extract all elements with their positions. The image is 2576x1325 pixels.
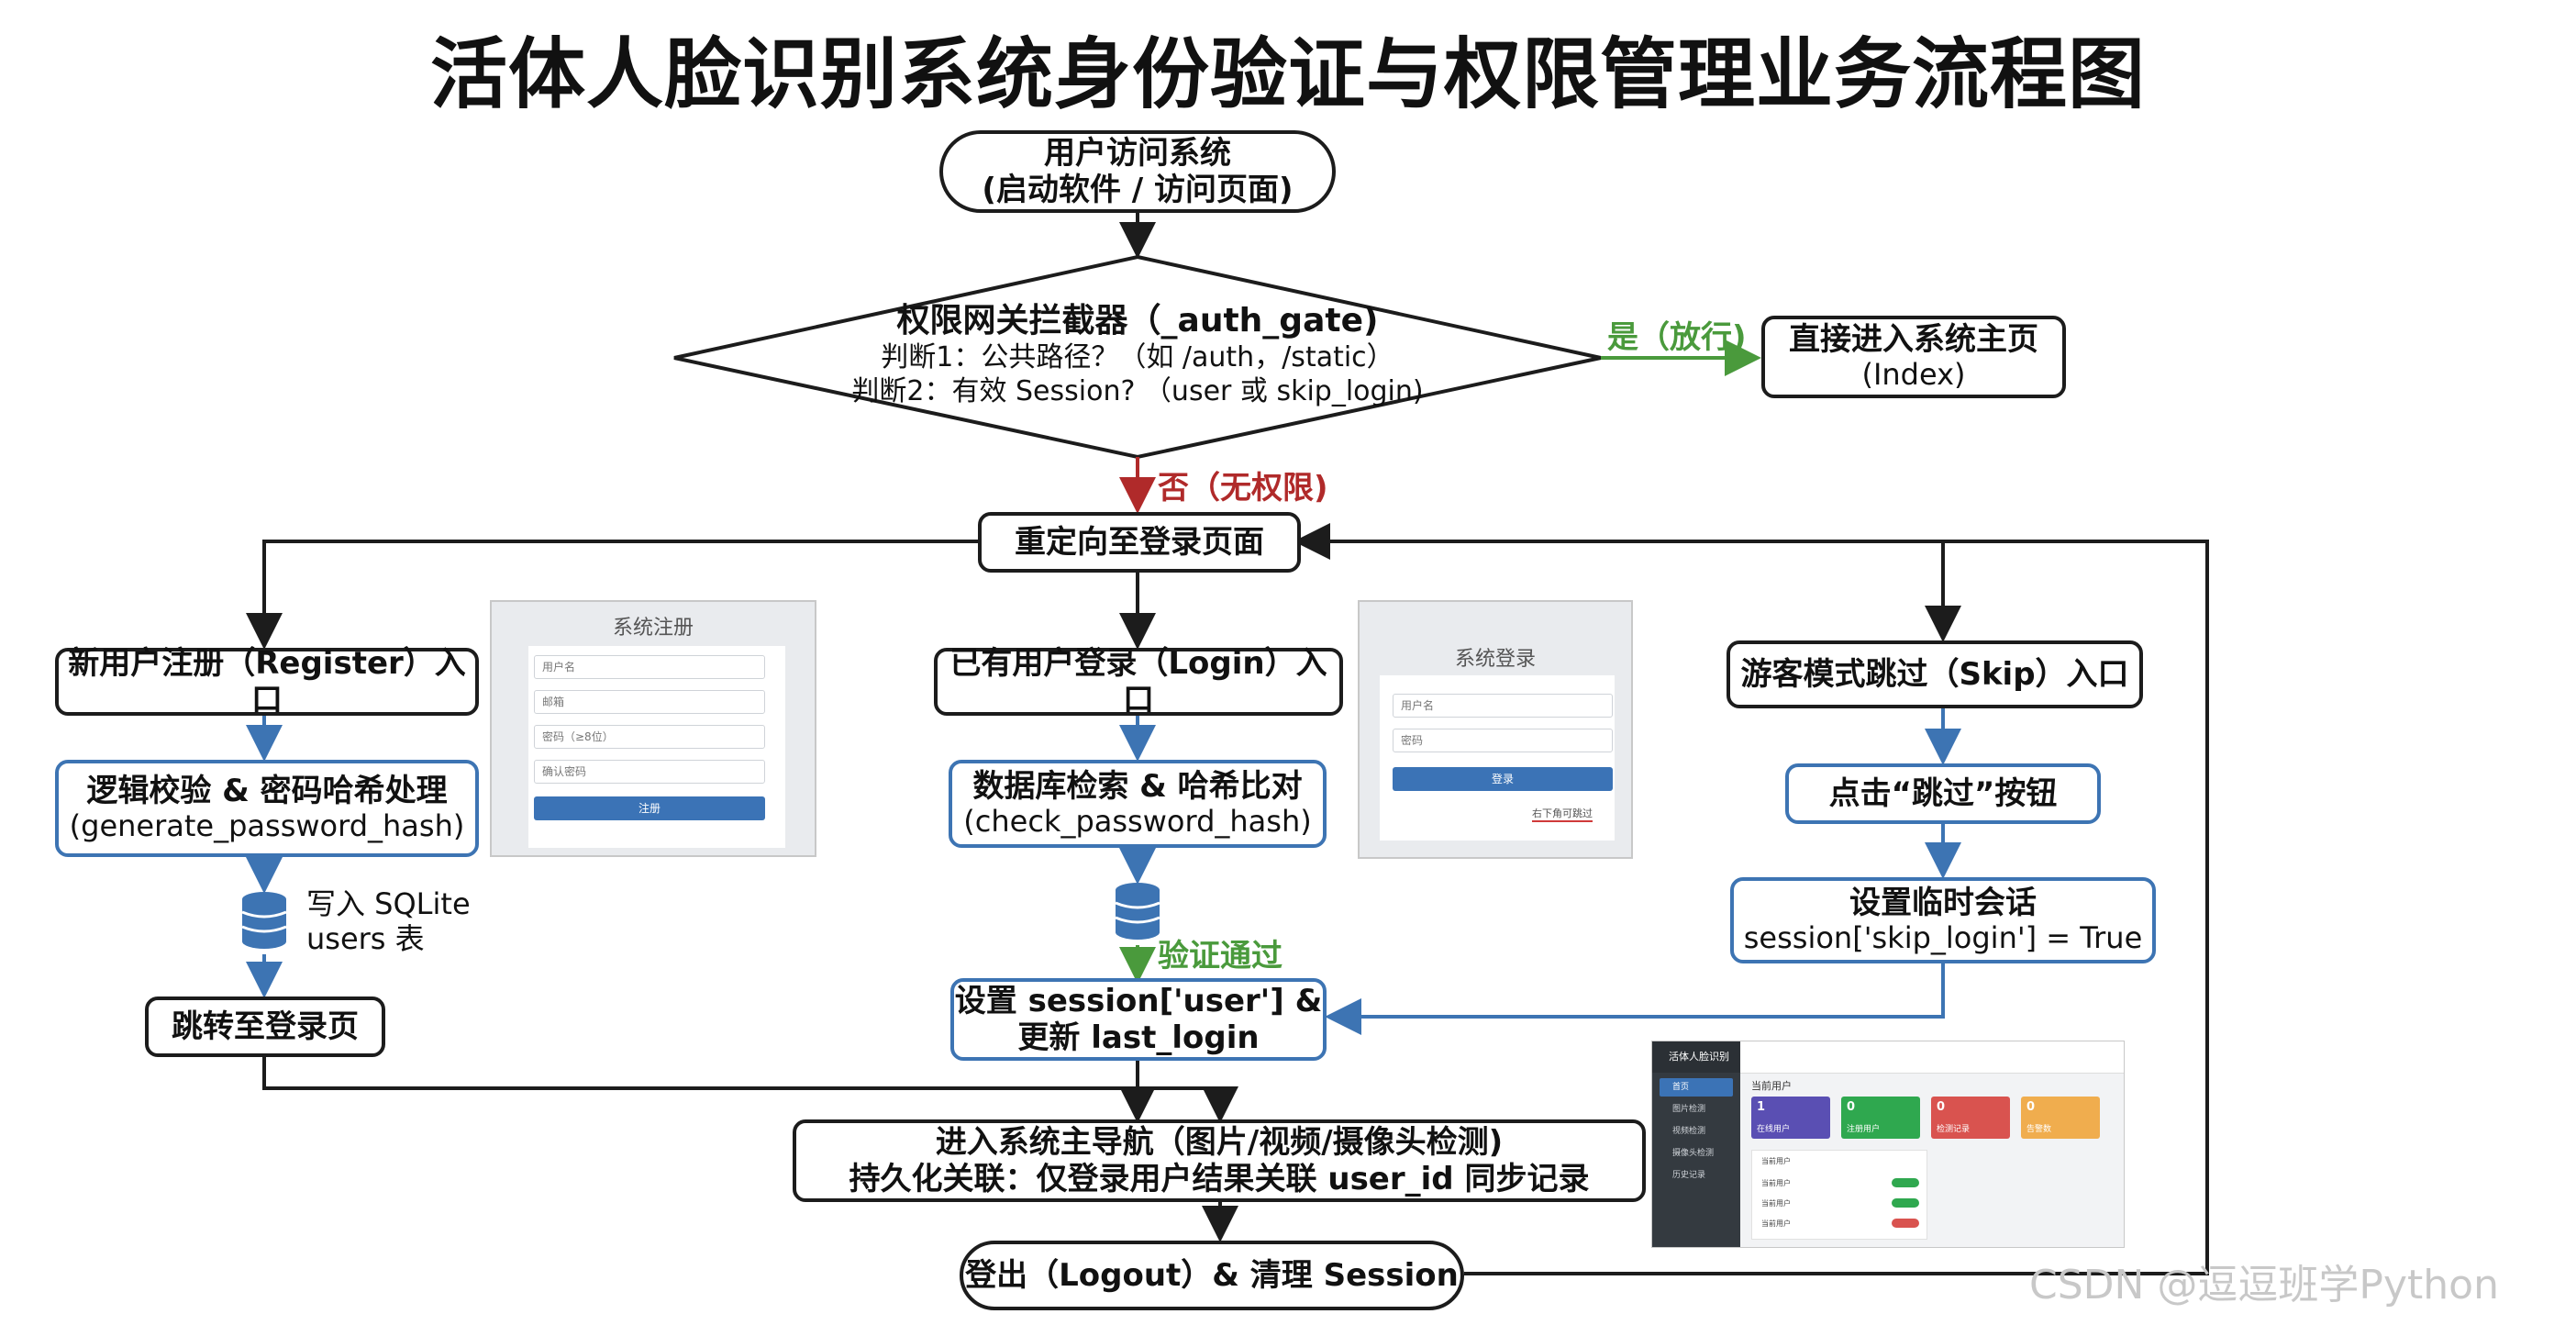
db-write-label-line1: 写入 SQLite [306,886,471,921]
dashboard-section-title: 当前用户 [1751,1080,1792,1092]
page-title: 活体人脸识别系统身份验证与权限管理业务流程图 [429,29,2146,119]
status-badge [1892,1178,1919,1187]
node-mainnav-line2: 持久化关联：仅登录用户结果关联 user_id 同步记录 [849,1161,1590,1197]
node-clickskip-line1: 点击“跳过”按钮 [1828,774,2058,812]
node-dbcheck: 数据库检索 & 哈希比对 (check_password_hash) [949,760,1327,848]
dashboard-sidebar [1652,1041,1740,1247]
dashboard-user-row: 当前用户 [1761,1179,1791,1187]
stat-label: 注册用户 [1847,1125,1881,1134]
node-validate-line1: 逻辑校验 & 密码哈希处理 [86,773,448,810]
node-tempsession-line2: session['skip_login'] = True [1743,920,2143,956]
status-badge [1892,1219,1919,1228]
stat-value: 0 [1847,1100,1856,1114]
node-tologin: 跳转至登录页 [145,997,385,1057]
dashboard-nav-item[interactable]: 摄像头检测 [1672,1149,1715,1158]
register-mockup: 系统注册 用户名 邮箱 密码（≥8位） 确认密码 注册 [490,600,816,857]
login-mockup-title: 系统登录 [1454,648,1536,671]
node-gate-line2: 判断1：公共路径？（如 /auth，/static） [881,340,1394,373]
dashboard-user-panel: 当前用户 当前用户 当前用户 当前用户 [1751,1150,1927,1240]
node-gate-line1: 权限网关拦截器（_auth_gate) [896,302,1379,340]
node-dbcheck-line2: (check_password_hash) [963,804,1312,840]
dashboard-stat-card: 1 在线用户 [1751,1097,1830,1139]
node-tempsession: 设置临时会话 session['skip_login'] = True [1730,877,2156,963]
node-setsession-line1: 设置 session['user'] & [954,982,1323,1019]
node-login: 已有用户登录（Login）入口 [934,644,1343,718]
login-field[interactable]: 密码 [1393,729,1613,752]
edge-temp-setsession [1325,963,1945,1035]
stat-value: 0 [2026,1100,2036,1114]
node-start-line2: (启动软件 / 访问页面) [982,172,1294,208]
dashboard-topbar [1740,1041,2124,1074]
node-logout: 登出（Logout）& 清理 Session [960,1241,1464,1310]
node-index-line1: 直接进入系统主页 [1789,321,2038,359]
node-setsession: 设置 session['user'] & 更新 last_login [950,978,1327,1061]
node-mainnav: 进入系统主导航（图片/视频/摄像头检测) 持久化关联：仅登录用户结果关联 use… [793,1119,1646,1202]
edge-logout-redirect [1294,523,2209,1275]
node-setsession-line2: 更新 last_login [1017,1019,1260,1056]
node-login-line1: 已有用户登录（Login）入口 [949,644,1327,718]
node-skip-line1: 游客模式跳过（Skip）入口 [1740,655,2129,693]
edge-tologin-mainnav [262,1055,1238,1123]
node-gate: 权限网关拦截器（_auth_gate) 判断1：公共路径？（如 /auth，/s… [670,301,1605,408]
register-button[interactable]: 注册 [534,796,765,820]
node-register: 新用户注册（Register）入口 [55,644,479,718]
dashboard-stat-card: 0 注册用户 [1841,1097,1920,1139]
node-validate: 逻辑校验 & 密码哈希处理 (generate_password_hash) [55,760,479,857]
edge-label-no: 否（无权限) [1158,470,1328,507]
node-start-line1: 用户访问系统 [1044,134,1231,172]
node-start: 用户访问系统 (启动软件 / 访问页面) [939,130,1336,213]
dashboard-user-row: 当前用户 [1761,1219,1791,1228]
node-clickskip: 点击“跳过”按钮 [1785,763,2101,824]
node-tempsession-line1: 设置临时会话 [1849,885,2037,922]
node-dbcheck-line1: 数据库检索 & 哈希比对 [972,768,1303,806]
register-field[interactable]: 密码（≥8位） [534,725,765,749]
edge-redirect-register [246,540,978,650]
skip-link[interactable]: 右下角可跳过 [1532,806,1593,822]
node-mainnav-line1: 进入系统主导航（图片/视频/摄像头检测) [935,1123,1504,1161]
dashboard-nav-item[interactable]: 视频检测 [1672,1127,1706,1136]
node-validate-line2: (generate_password_hash) [69,808,465,844]
dashboard-nav-item[interactable]: 历史记录 [1672,1171,1706,1180]
node-skip: 游客模式跳过（Skip）入口 [1727,640,2143,708]
node-index-line2: (Index) [1861,357,1966,393]
db-write-label: 写入 SQLite users 表 [306,886,471,957]
register-field[interactable]: 用户名 [534,655,765,679]
watermark: CSDN @逗逗班学Python [2029,1262,2499,1308]
node-redirect: 重定向至登录页面 [978,512,1301,573]
register-field[interactable]: 确认密码 [534,760,765,784]
node-index: 直接进入系统主页 (Index) [1761,316,2066,398]
register-mockup-title: 系统注册 [612,617,694,640]
database-icon [1115,883,1160,940]
edge-label-yes: 是（放行) [1607,319,1747,356]
dashboard-nav-item[interactable]: 首页 [1660,1078,1733,1097]
login-field[interactable]: 用户名 [1393,694,1613,718]
register-field[interactable]: 邮箱 [534,690,765,714]
node-gate-line3: 判断2：有效 Session? （user 或 skip_login) [851,374,1424,407]
register-mockup-card: 用户名 邮箱 密码（≥8位） 确认密码 注册 [528,646,785,848]
node-logout-line1: 登出（Logout）& 清理 Session [965,1256,1459,1294]
status-badge [1892,1198,1919,1208]
login-mockup-card: 用户名 密码 登录 右下角可跳过 [1380,675,1615,841]
dashboard-user-row: 当前用户 [1761,1199,1791,1208]
node-register-line1: 新用户注册（Register）入口 [68,644,466,718]
dashboard-stat-card: 0 告警数 [2021,1097,2100,1139]
login-mockup: 系统登录 用户名 密码 登录 右下角可跳过 [1358,600,1633,859]
login-button[interactable]: 登录 [1393,767,1613,791]
database-icon [241,892,287,949]
stat-label: 检测记录 [1937,1125,1971,1134]
dashboard-nav-item[interactable]: 图片检测 [1672,1105,1706,1114]
stat-value: 0 [1937,1100,1946,1114]
db-write-label-line2: users 表 [306,921,425,957]
stat-value: 1 [1757,1100,1766,1114]
edge-label-verified: 验证通过 [1158,938,1282,974]
dashboard-sidebar-title: 活体人脸识别 [1652,1041,1740,1073]
stat-label: 在线用户 [1757,1125,1791,1134]
dashboard-mockup: 活体人脸识别 首页 图片检测 视频检测 摄像头检测 历史记录 当前用户 1 在线… [1651,1041,2125,1248]
dashboard-panel-title: 当前用户 [1761,1157,1791,1165]
dashboard-stat-card: 0 检测记录 [1931,1097,2010,1139]
stat-label: 告警数 [2026,1125,2052,1134]
node-tologin-line1: 跳转至登录页 [172,1008,359,1045]
node-redirect-line1: 重定向至登录页面 [1015,523,1264,561]
